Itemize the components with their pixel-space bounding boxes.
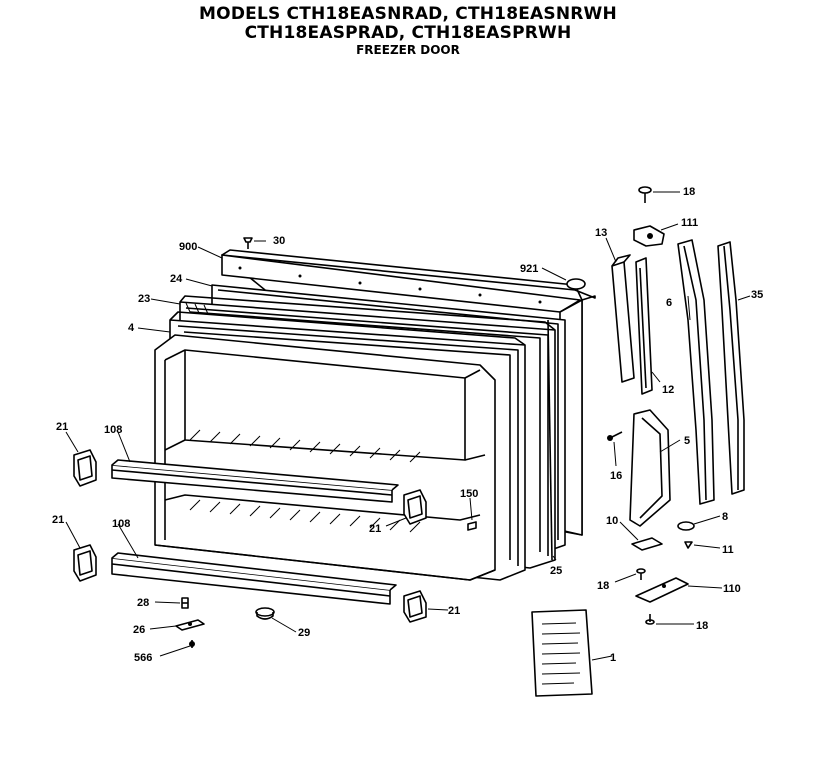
hinge-cap-111 [633,225,665,247]
diagram-subtitle: FREEZER DOOR [356,43,460,57]
screw-16 [607,431,623,441]
callout-29: 29 [298,627,310,639]
screw-11 [684,541,693,549]
shelf-bar-upper [111,459,399,503]
callout-25: 25 [550,565,562,577]
inner-liner-tub [154,334,496,581]
callout-10: 10 [606,515,618,527]
callout-21-mid: 21 [369,523,381,535]
callout-18-bottom: 18 [696,620,708,632]
screw-18-mid [636,568,646,580]
screw-18-top [638,186,652,203]
instruction-booklet-1 [531,609,593,697]
callout-24: 24 [170,273,183,285]
callout-21-lower-right: 21 [448,605,460,617]
door-handle-6 [677,239,715,505]
callout-16: 16 [610,470,622,482]
hinge-part-26 [175,619,205,631]
shelf-end-cap-upper-left [73,449,97,487]
callout-21-lower-left: 21 [52,514,64,526]
callout-23: 23 [138,293,150,305]
plug-921 [566,278,586,290]
callout-1: 1 [610,652,616,664]
callout-6: 6 [666,297,672,309]
callout-150: 150 [460,488,478,500]
callout-13: 13 [595,227,607,239]
callout-28: 28 [137,597,149,609]
callout-12: 12 [662,384,674,396]
hinge-bracket-5 [629,409,671,527]
shelf-end-cap-lower-left [73,544,97,582]
leader-lines [65,191,751,661]
screw-566 [189,640,195,648]
callout-110: 110 [723,583,741,595]
callout-900: 900 [179,241,197,253]
callout-921: 921 [520,263,538,275]
diagram-title-models-1: MODELS CTH18EASNRAD, CTH18EASNRWH [199,4,617,24]
callout-18-mid: 18 [597,580,609,592]
bottom-hinge-110 [635,577,689,603]
callout-30: 30 [273,235,285,247]
callout-108-lower: 108 [112,518,130,530]
callout-566: 566 [134,652,152,664]
trim-strip-12 [635,257,653,395]
screw-18-bottom [645,614,655,625]
door-seal-strip-25 [547,319,553,561]
plug-29 [255,607,275,620]
spacer-part-28 [181,597,189,609]
screw-30 [243,237,253,249]
callout-111: 111 [681,217,698,229]
hinge-plate-10 [631,537,663,551]
hinge-strip-13 [611,254,635,383]
callout-5: 5 [684,435,690,447]
handle-trim-35 [717,241,745,495]
outer-door-screws [238,266,542,304]
callout-18-top: 18 [683,186,695,198]
screw-150 [467,521,477,531]
diagram-title-models-2: CTH18EASPRAD, CTH18EASPRWH [244,23,572,43]
callout-35: 35 [751,289,763,301]
shelf-end-cap-lower-right [403,590,427,623]
shelf-end-cap-upper-right [403,489,427,525]
callout-8: 8 [722,511,728,523]
shelf-bar-lower [111,552,397,605]
callout-4: 4 [128,322,135,334]
callout-108-upper: 108 [104,424,122,436]
callout-26: 26 [133,624,145,636]
washer-8 [677,521,695,531]
callout-21-upper-left: 21 [56,421,68,433]
callout-11: 11 [722,544,734,556]
